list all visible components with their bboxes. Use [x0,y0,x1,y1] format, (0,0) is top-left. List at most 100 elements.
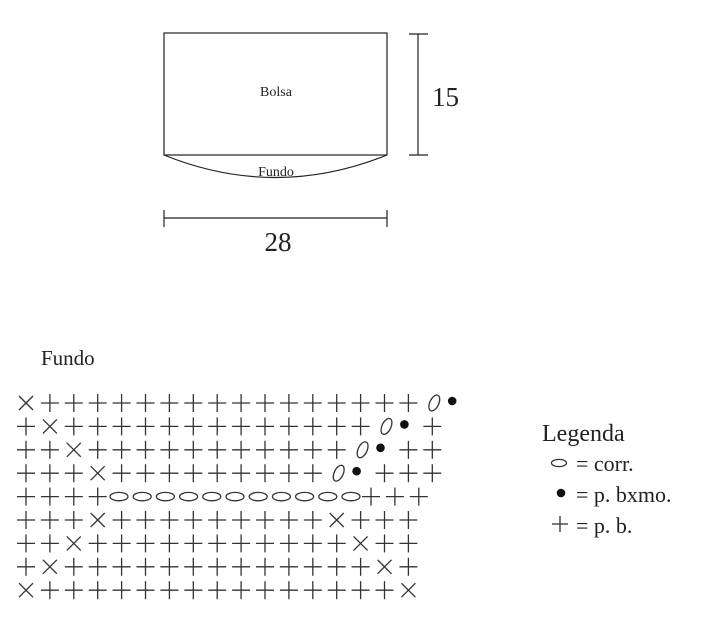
turning-chain-symbol [428,394,441,412]
single-crochet-symbol [256,534,274,553]
single-crochet-symbol [184,557,203,576]
single-crochet-symbol [184,464,203,483]
single-crochet-symbol [17,557,35,576]
single-crochet-symbol [303,417,322,436]
single-crochet-symbol [375,511,394,529]
single-crochet-symbol [160,557,179,576]
chain-stitch-symbol [294,491,315,502]
single-crochet-symbol [64,487,83,506]
single-crochet-symbol [136,417,155,436]
single-crochet-symbol [256,417,274,436]
single-crochet-symbol [409,487,428,506]
single-crochet-symbol [399,511,418,529]
single-crochet-symbol [112,440,131,459]
single-crochet-symbol [327,440,346,459]
single-crochet-symbol [88,440,107,459]
single-crochet-symbol [160,417,179,436]
single-crochet-symbol [40,440,59,459]
single-crochet-symbol [136,581,155,600]
slip-stitch-symbol [352,466,361,476]
slip-stitch-symbol [447,396,457,406]
single-crochet-symbol [136,440,155,459]
single-crochet-symbol [17,511,35,529]
single-crochet-symbol [399,534,418,553]
single-crochet-symbol [208,581,227,600]
legend-title: Legenda [542,421,625,447]
increase-stitch-symbol [42,559,58,575]
single-crochet-symbol [279,394,298,412]
single-crochet-symbol [88,534,107,553]
turning-chain-symbol [356,441,369,459]
chain-stitch-symbol [178,491,199,502]
single-crochet-symbol [160,534,179,553]
chain-stitch-symbol [109,491,129,502]
single-crochet-symbol [208,394,227,412]
single-crochet-symbol [351,394,370,412]
single-crochet-symbol [160,464,179,483]
single-crochet-symbol [88,487,107,506]
single-crochet-symbol [399,464,418,483]
increase-stitch-symbol [42,418,58,434]
chain-symbol-icon [550,458,568,468]
width-label: 28 [265,227,292,257]
single-crochet-symbol [64,557,83,576]
single-crochet-symbol [351,557,370,576]
single-crochet-symbol [88,417,107,436]
single-crochet-symbol [184,440,203,459]
single-crochet-symbol [256,394,274,412]
single-crochet-symbol [136,511,155,529]
turning-chain-symbol [380,417,393,435]
single-crochet-symbol [375,394,394,412]
bag-schematic: Bolsa Fundo 15 28 [163,32,459,257]
single-crochet-symbol [303,511,322,529]
stitch-chart [17,394,457,600]
increase-stitch-symbol [18,395,34,411]
single-crochet-symbol [64,394,83,412]
single-crochet-symbol [40,464,59,483]
height-label: 15 [432,82,459,112]
single-crochet-symbol [303,440,322,459]
single-crochet-symbol [136,464,155,483]
single-crochet-symbol [208,464,227,483]
chain-stitch-symbol [318,491,338,502]
single-crochet-symbol [160,394,179,412]
bag-bottom-label: Fundo [258,165,294,180]
single-crochet-symbol [208,534,227,553]
increase-stitch-symbol [377,559,392,575]
single-crochet-symbol [112,581,131,600]
single-crochet-symbol [399,440,418,459]
single-crochet-symbol [160,440,179,459]
single-crochet-symbol [112,417,131,436]
chain-stitch-symbol [341,491,361,502]
single-crochet-symbol [385,487,404,506]
single-crochet-symbol [279,440,298,459]
single-crochet-symbol [112,557,131,576]
single-crochet-symbol [160,511,179,529]
single-crochet-symbol [375,534,394,553]
single-crochet-symbol [208,417,227,436]
single-crochet-symbol [208,440,227,459]
single-crochet-symbol [232,464,251,483]
single-crochet-symbol [375,581,394,600]
increase-stitch-symbol [90,465,106,481]
single-crochet-symbol [136,557,155,576]
single-crochet-symbol [327,534,346,553]
bag-body-label: Bolsa [260,85,293,100]
single-crochet-symbol [88,581,107,600]
single-crochet-symbol [256,511,274,529]
single-crochet-symbol [184,417,203,436]
single-crochet-symbol [351,581,370,600]
single-crochet-symbol [279,557,298,576]
single-crochet-symbol [279,511,298,529]
legend-item-slip-stitch: = p. bxmo. [576,482,672,507]
single-crochet-symbol [399,394,418,412]
single-crochet-symbol [184,394,203,412]
single-crochet-symbol [423,440,442,459]
single-crochet-symbol [232,394,251,412]
single-crochet-symbol [112,394,131,412]
single-crochet-symbol [375,464,394,483]
chain-stitch-symbol [202,491,222,502]
single-crochet-symbol [40,511,59,529]
single-crochet-symbol [303,557,322,576]
